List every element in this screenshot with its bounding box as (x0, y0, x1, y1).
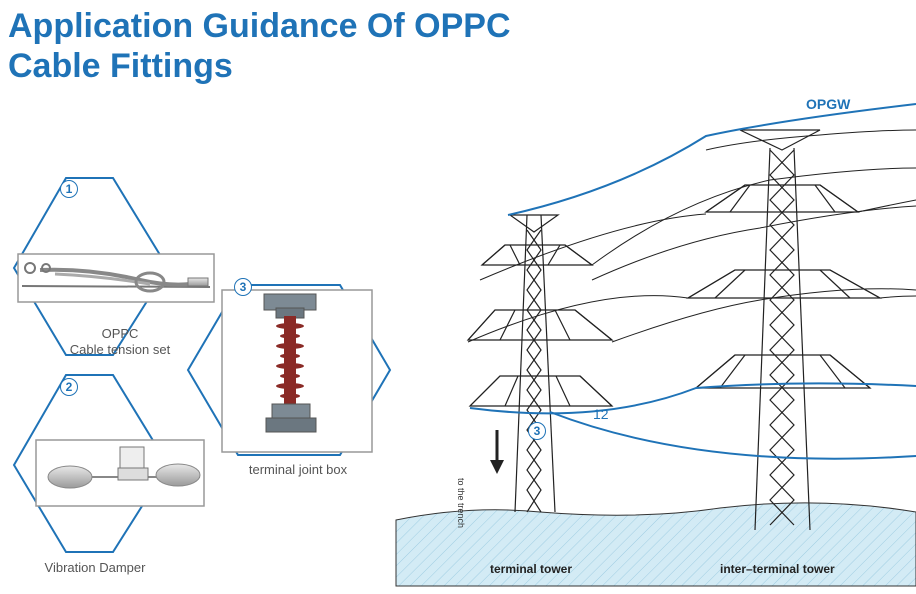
title-line-1: Application Guidance Of OPPC (8, 7, 511, 45)
terminal-tower-label: terminal tower (490, 562, 573, 576)
fitting-3-label: terminal joint box (248, 462, 348, 477)
terminal-joint-box-image (263, 293, 317, 433)
ground-area (395, 502, 916, 587)
fitting-3-hexagon (186, 284, 392, 456)
fitting-1-hexagon (12, 177, 215, 356)
page-title: Application Guidance Of OPPC Cable Fitti… (8, 6, 511, 86)
fitting-2-label: Vibration Damper (44, 560, 146, 575)
inter-terminal-tower-label: inter–terminal tower (720, 562, 835, 576)
vibration-damper-image (47, 446, 201, 489)
joint-marker-badge: 3 (528, 422, 546, 440)
trench-label: to the trench (456, 478, 466, 529)
conductor-wires (467, 129, 916, 343)
terminal-tower (466, 214, 614, 513)
title-line-2: Cable Fittings (8, 47, 233, 85)
cable-tension-set-image (21, 262, 211, 293)
oppc-lines (469, 382, 916, 460)
span-number-label: 12 (593, 406, 609, 422)
fitting-3-number-badge: 3 (234, 278, 252, 296)
inter-terminal-tower (685, 129, 883, 531)
fitting-2-number-badge: 2 (60, 378, 78, 396)
opgw-line (507, 103, 916, 216)
fitting-1-number-badge: 1 (60, 180, 78, 198)
trench-arrow (490, 430, 504, 474)
fitting-1-label-line-1: OPPC (101, 326, 139, 341)
fitting-1-label-line-2: Cable tension set (69, 342, 171, 357)
fitting-2-hexagon (12, 374, 205, 553)
opgw-label: OPGW (806, 96, 851, 112)
fitting-1-label: OPPC Cable tension set (40, 326, 200, 358)
